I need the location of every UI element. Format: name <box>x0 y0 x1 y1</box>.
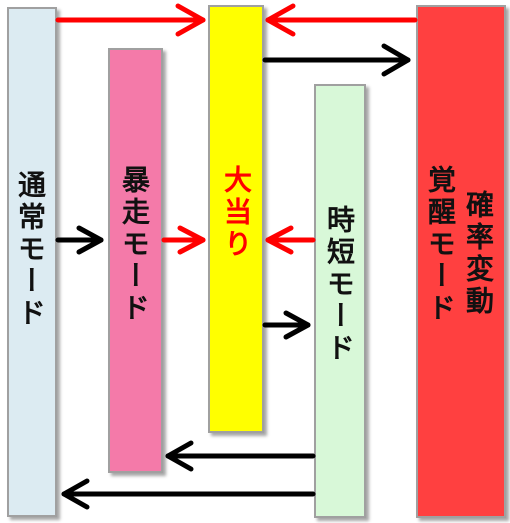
jitan-mode-label: 時短モード <box>323 205 356 365</box>
normal-mode-box <box>7 7 57 517</box>
rampage-mode-label: 暴走モード <box>118 165 151 325</box>
arrow-jitan-to-rampage-head <box>165 440 194 472</box>
arrow-normal-to-rampage-head <box>76 225 104 255</box>
arrow-rampage-to-jackpot-head <box>177 225 206 255</box>
kakuhen-mode-box <box>416 5 506 518</box>
jackpot-label: 大当り <box>220 165 253 261</box>
arrow-jackpot-to-kakuhen-head <box>381 43 411 77</box>
arrow-jitan-to-jackpot-head <box>265 225 294 255</box>
arrow-jackpot-to-jitan-head <box>283 310 311 340</box>
kakuhen-mode-label-line1: 確率変動 <box>462 190 495 318</box>
arrow-normal-to-jackpot-head <box>175 3 206 37</box>
rampage-mode-box <box>108 48 163 473</box>
arrow-jitan-to-normal-head <box>61 478 90 510</box>
arrow-kakuhen-to-jackpot-head <box>265 3 296 37</box>
jitan-mode-box <box>314 84 366 518</box>
kakuhen-mode-label-line2: 覚醒モード <box>424 165 457 325</box>
normal-mode-label: 通常モード <box>14 170 47 330</box>
jackpot-box <box>208 5 264 433</box>
